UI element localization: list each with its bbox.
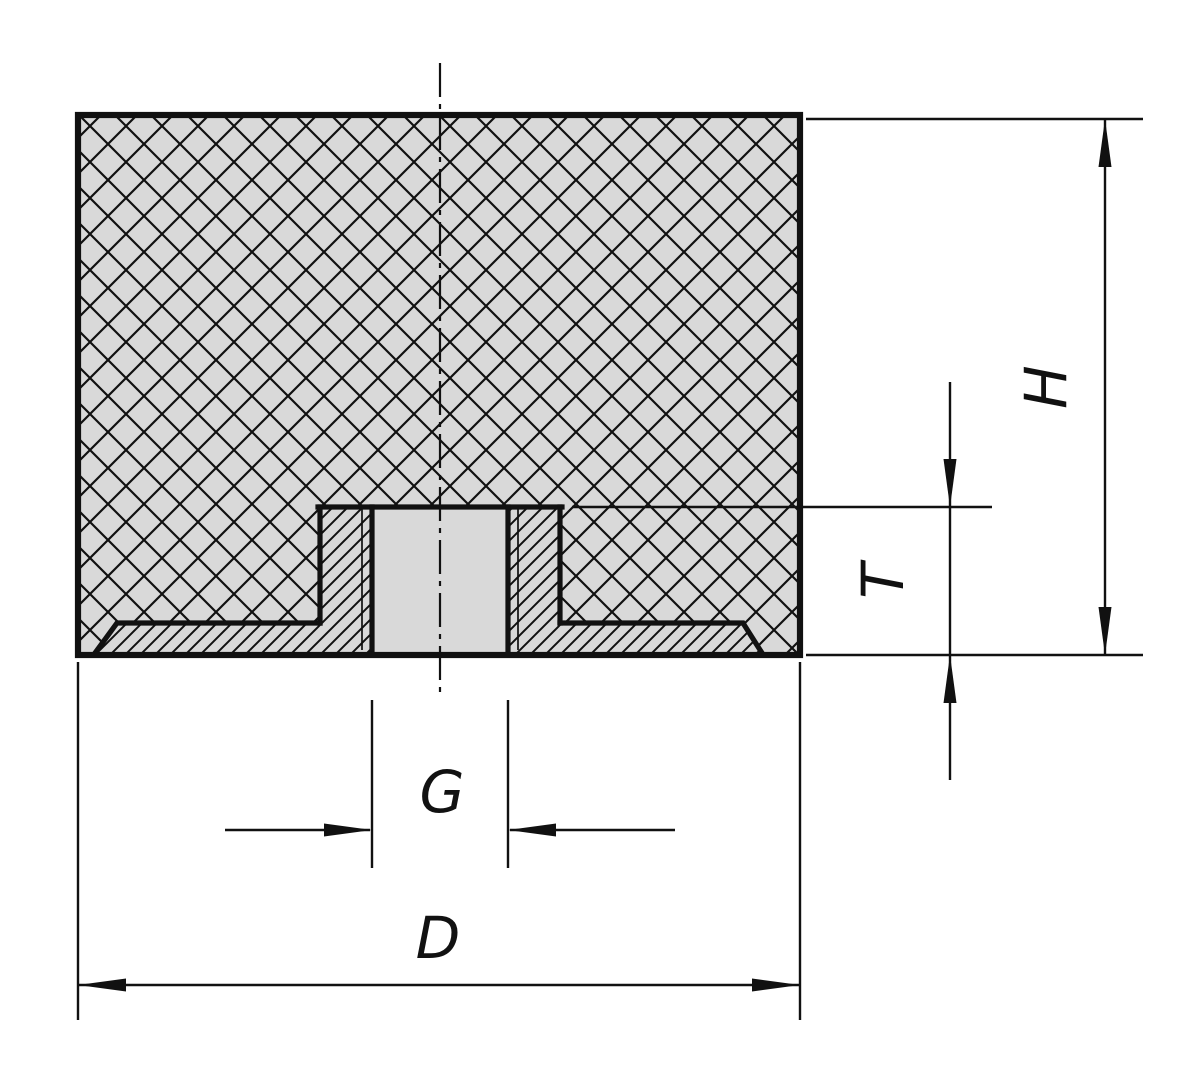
dimension-G: G [225,700,675,868]
dimension-label-diameter: D [416,904,461,972]
arrowhead-up-icon [1098,119,1112,167]
dimension-D: D [76,662,802,1020]
arrowhead-left-icon [508,823,556,837]
dimension-label-thread-depth: T [849,559,917,599]
bushing-right-wall-hatch [508,507,560,623]
arrowhead-up-icon [943,655,957,703]
bushing-left-wall-hatch [320,507,372,623]
flange-outline-right [557,620,766,657]
arrowhead-down-icon [943,459,957,507]
dimension-T: T [572,382,992,780]
arrowhead-right-icon [752,978,800,992]
dimension-H: H [806,117,1143,657]
arrowhead-left-icon [78,978,126,992]
arrowhead-right-icon [324,823,372,837]
flange-outline-left [91,620,323,657]
arrowhead-down-icon [1098,607,1112,655]
dimension-label-height: H [1012,365,1080,409]
dimension-label-thread-size: G [420,758,465,826]
